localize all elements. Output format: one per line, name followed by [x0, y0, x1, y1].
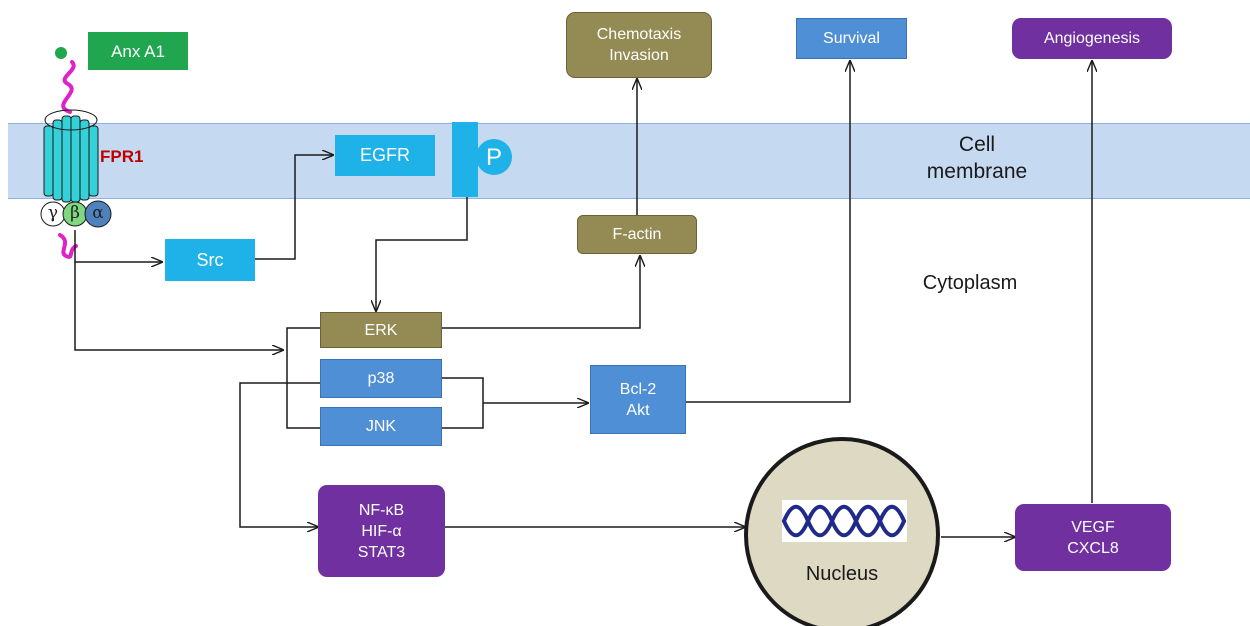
anx-a1-label: Anx A1 — [88, 32, 188, 70]
angiogenesis-node: Angiogenesis — [1012, 18, 1172, 59]
arrow-p38-nfkb — [239, 382, 320, 527]
beta-label: β — [70, 203, 80, 223]
egfr-bar — [452, 122, 478, 197]
nucleus-label: Nucleus — [805, 563, 879, 585]
fpr1-receptor-icon — [43, 109, 99, 203]
p38-node: p38 — [320, 359, 442, 398]
bcl2-akt-node: Bcl-2 Akt — [590, 365, 686, 434]
erk-node: ERK — [320, 312, 442, 348]
arrow-bcl2-survival — [686, 61, 850, 403]
f-actin-node: F-actin — [577, 215, 697, 254]
cell-membrane-band — [8, 123, 1250, 199]
alpha-subunit-icon — [84, 200, 112, 228]
arrow-erk-factin — [442, 256, 640, 329]
cytoplasm-label: Cytoplasm — [922, 272, 1018, 294]
dna-icon — [782, 504, 906, 538]
vegf-cxcl8-node: VEGF CXCL8 — [1015, 504, 1171, 571]
receptor-strand-icon — [58, 60, 78, 259]
bracket-p38-jnk — [442, 377, 484, 429]
egfr-node: EGFR — [335, 135, 435, 176]
src-node: Src — [165, 239, 255, 281]
arrow-egfr-erk — [376, 197, 468, 311]
arrow-receptor-erk — [74, 262, 283, 350]
transcription-factors-node: NF-κB HIF-α STAT3 — [318, 485, 445, 577]
chemotaxis-invasion-node: Chemotaxis Invasion — [566, 12, 712, 78]
ligand-dot-icon — [55, 47, 67, 59]
gamma-label: γ — [47, 203, 59, 223]
arrow-src-egfr — [255, 155, 333, 260]
alpha-label: α — [92, 203, 104, 223]
phospho-icon: P — [476, 139, 512, 175]
fpr1-label: FPR1 — [100, 147, 144, 166]
arrow-receptor-src — [74, 230, 162, 262]
survival-node: Survival — [796, 18, 907, 59]
jnk-node: JNK — [320, 407, 442, 446]
bracket-erk-jnk — [286, 327, 320, 429]
cell-membrane-label: Cell membrane — [926, 133, 1028, 183]
